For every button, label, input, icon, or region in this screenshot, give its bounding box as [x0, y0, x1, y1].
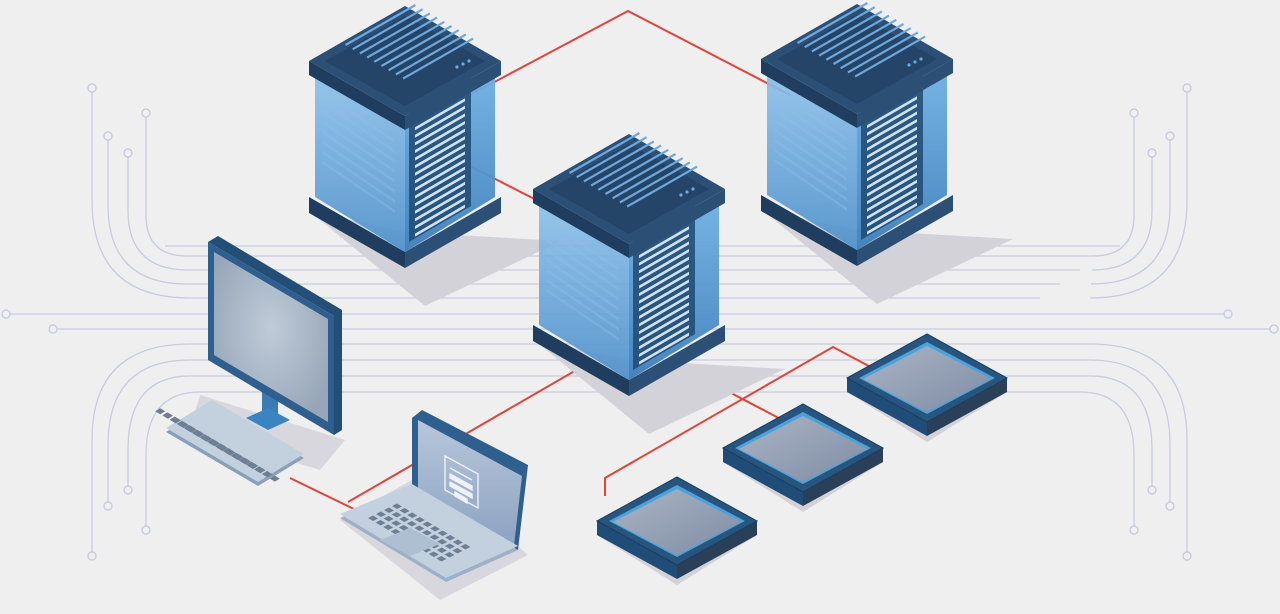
circuit-node-dots — [1, 83, 1279, 561]
processor-chip-3 — [595, 476, 759, 585]
server-rack-3 — [533, 132, 785, 434]
server-group — [309, 2, 1013, 434]
keyboard-icon — [155, 400, 304, 486]
server-rack-1 — [309, 4, 561, 306]
desktop-computer-icon — [155, 236, 345, 486]
processor-chip-2 — [721, 403, 885, 512]
processor-chip-1 — [845, 333, 1009, 442]
login-form-icon — [444, 454, 479, 510]
laptop-icon — [340, 410, 528, 600]
server-rack-2 — [761, 2, 1013, 304]
chip-group — [595, 333, 1009, 585]
